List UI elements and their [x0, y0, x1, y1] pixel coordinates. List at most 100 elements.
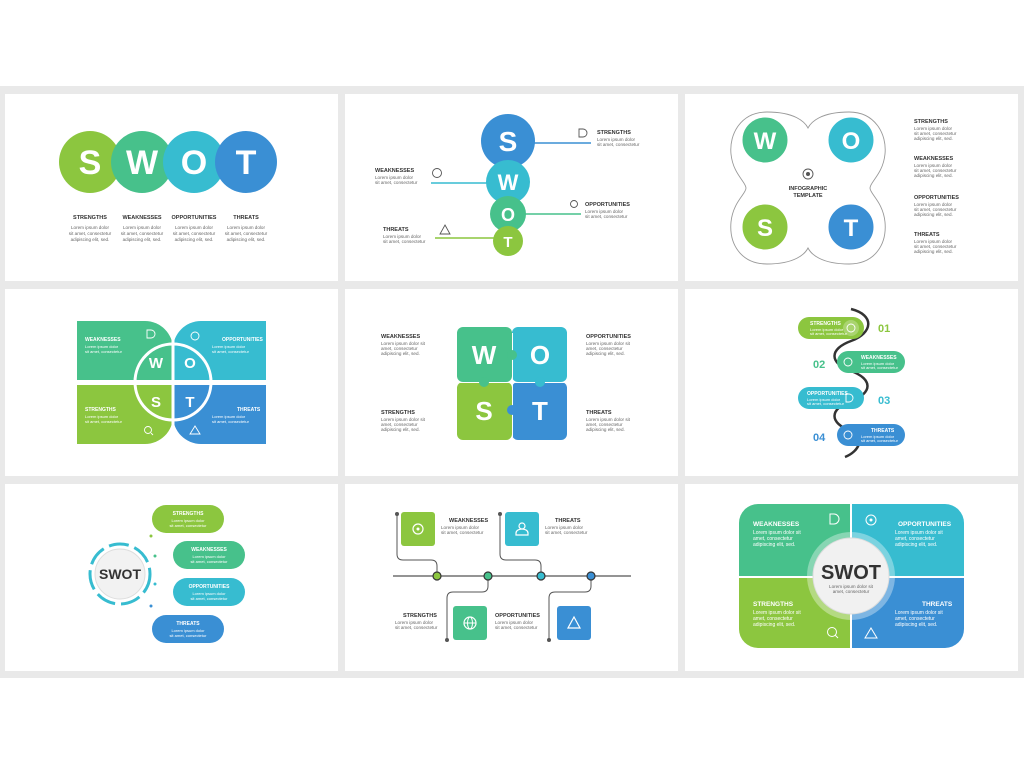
- body-line: sit amet, consectetur: [495, 625, 538, 630]
- slide-3[interactable]: W O S T INFOGRAPHIC TEMPLATE STRENGTHS L…: [685, 94, 1018, 281]
- body-line: Lorem ipsum dolor sit: [753, 530, 801, 536]
- letter-w: W: [498, 170, 519, 195]
- label-opportunities: OPPORTUNITIES: [807, 391, 849, 397]
- body-line: Lorem ipsum dolor: [192, 591, 226, 596]
- body-line: Lorem ipsum dolor: [914, 126, 953, 131]
- gear-icon: [190, 331, 200, 341]
- body-line: adipiscing elit, sed.: [914, 249, 953, 254]
- body-line: Lorem ipsum dolor: [861, 434, 895, 439]
- body-line: amet, consectetur: [586, 346, 623, 351]
- label-weaknesses: WEAKNESSES: [753, 521, 800, 528]
- body-line: Lorem ipsum dolor: [810, 327, 844, 332]
- body-line: Lorem ipsum dolor: [85, 344, 119, 349]
- center-sub: amet, consectetur: [833, 589, 870, 594]
- body-line: Lorem ipsum dolor: [383, 234, 422, 239]
- body-line: sit amet, consectetur: [914, 131, 957, 136]
- body-line: sit amet, consectetur: [191, 559, 229, 564]
- letter-t: T: [844, 215, 859, 242]
- slide-7[interactable]: SWOT STRENGTHS Lorem ipsum dolor sit ame…: [5, 484, 338, 671]
- label-threats: THREATS: [237, 407, 261, 413]
- body-line: Lorem ipsum dolor: [545, 525, 584, 530]
- label-weaknesses: WEAKNESSES: [85, 337, 121, 343]
- target-icon: [846, 323, 856, 333]
- circle-o: [490, 196, 526, 232]
- label-opportunities: OPPORTUNITIES: [189, 584, 231, 590]
- search-icon: [827, 627, 839, 639]
- letter-o: O: [501, 205, 515, 225]
- body-line: sit amet, consectetur: [170, 523, 208, 528]
- center-sub: Lorem ipsum dolor sit: [829, 584, 874, 589]
- label-opportunities: OPPORTUNITIES: [222, 337, 264, 343]
- body-line: adipiscing elit, sed.: [227, 237, 266, 242]
- label-strengths: STRENGTHS: [381, 410, 415, 416]
- body-line: sit amet, consectetur: [173, 231, 216, 236]
- body-line: Lorem ipsum dolor: [807, 397, 841, 402]
- letter-w: W: [754, 128, 777, 155]
- body-line: Lorem ipsum dolor: [71, 225, 110, 230]
- body-line: Lorem ipsum dolor sit: [586, 341, 631, 346]
- slide-5[interactable]: W O S T WEAKNESSES Lorem ipsum dolor sit…: [345, 289, 678, 476]
- step-number: 03: [878, 395, 890, 407]
- label-threats: THREATS: [586, 410, 612, 416]
- body-line: Lorem ipsum dolor: [171, 628, 205, 633]
- body-line: Lorem ipsum dolor sit: [895, 610, 943, 616]
- body-line: adipiscing elit, sed.: [381, 427, 420, 432]
- slide-2[interactable]: S W O T STRENGTHS Lorem ipsum dolor sit …: [345, 94, 678, 281]
- letter-t: T: [503, 234, 512, 251]
- center-title: TEMPLATE: [793, 193, 823, 199]
- label-strengths: STRENGTHS: [810, 321, 842, 327]
- body-line: adipiscing elit, sed.: [914, 212, 953, 217]
- slide-6[interactable]: STRENGTHS Lorem ipsum dolor sit amet, co…: [685, 289, 1018, 476]
- warning-icon: [439, 224, 451, 235]
- center-title: INFOGRAPHIC: [789, 186, 828, 192]
- body-line: Lorem ipsum dolor: [914, 202, 953, 207]
- label-threats: THREATS: [233, 215, 259, 221]
- step-number: 02: [813, 359, 825, 371]
- circle-o: [163, 131, 225, 193]
- lightbulb-icon: [570, 200, 578, 208]
- label-strengths: STRENGTHS: [85, 407, 117, 413]
- letter-o: O: [842, 128, 861, 155]
- slide-4[interactable]: W O S T WEAKNESSES Lorem ipsum dolor sit…: [5, 289, 338, 476]
- label-strengths: STRENGTHS: [73, 215, 107, 221]
- body-line: sit amet, consectetur: [861, 438, 899, 443]
- refresh-icon: [432, 168, 442, 178]
- body-line: Lorem ipsum dolor sit: [586, 417, 631, 422]
- body-line: Lorem ipsum dolor: [171, 518, 205, 523]
- body-line: sit amet, consectetur: [597, 142, 640, 147]
- body-line: adipiscing elit, sed.: [895, 622, 937, 628]
- label-weaknesses: WEAKNESSES: [122, 215, 161, 221]
- slide-8[interactable]: WEAKNESSES Lorem ipsum dolor sit amet, c…: [345, 484, 678, 671]
- body-line: amet, consectetur: [381, 346, 418, 351]
- body-line: sit amet, consectetur: [545, 530, 588, 535]
- letter-s: S: [757, 215, 773, 242]
- center-label: SWOT: [821, 562, 881, 584]
- body-line: amet, consectetur: [895, 536, 935, 542]
- slide-9[interactable]: SWOT Lorem ipsum dolor sit amet, consect…: [685, 484, 1018, 671]
- body-line: Lorem ipsum dolor: [441, 525, 480, 530]
- label-opportunities: OPPORTUNITIES: [898, 521, 952, 528]
- body-line: adipiscing elit, sed.: [586, 427, 625, 432]
- body-line: sit amet, consectetur: [170, 633, 208, 638]
- target-icon: [802, 168, 814, 180]
- warning-icon: [189, 425, 201, 435]
- lightbulb-icon: [845, 393, 854, 403]
- body-line: Lorem ipsum dolor: [227, 225, 266, 230]
- circle-w: [486, 160, 530, 204]
- body-line: adipiscing elit, sed.: [175, 237, 214, 242]
- body-line: sit amet, consectetur: [914, 207, 957, 212]
- slide-1[interactable]: S W O T STRENGTHS WEAKNESSES OPPORTUNITI…: [5, 94, 338, 281]
- circle-t: [825, 201, 877, 253]
- body-line: amet, consectetur: [586, 422, 623, 427]
- step-number: 04: [813, 432, 826, 444]
- letter-s: S: [79, 144, 102, 182]
- label-opportunities: OPPORTUNITIES: [586, 334, 631, 340]
- gear-icon: [865, 514, 877, 526]
- body-line: amet, consectetur: [753, 616, 793, 622]
- lightbulb-icon: [829, 513, 840, 525]
- body-line: adipiscing elit, sed.: [71, 237, 110, 242]
- body-line: Lorem ipsum dolor sit: [381, 341, 426, 346]
- label-weaknesses: WEAKNESSES: [449, 518, 488, 524]
- warning-icon: [566, 615, 582, 629]
- body-line: Lorem ipsum dolor: [914, 239, 953, 244]
